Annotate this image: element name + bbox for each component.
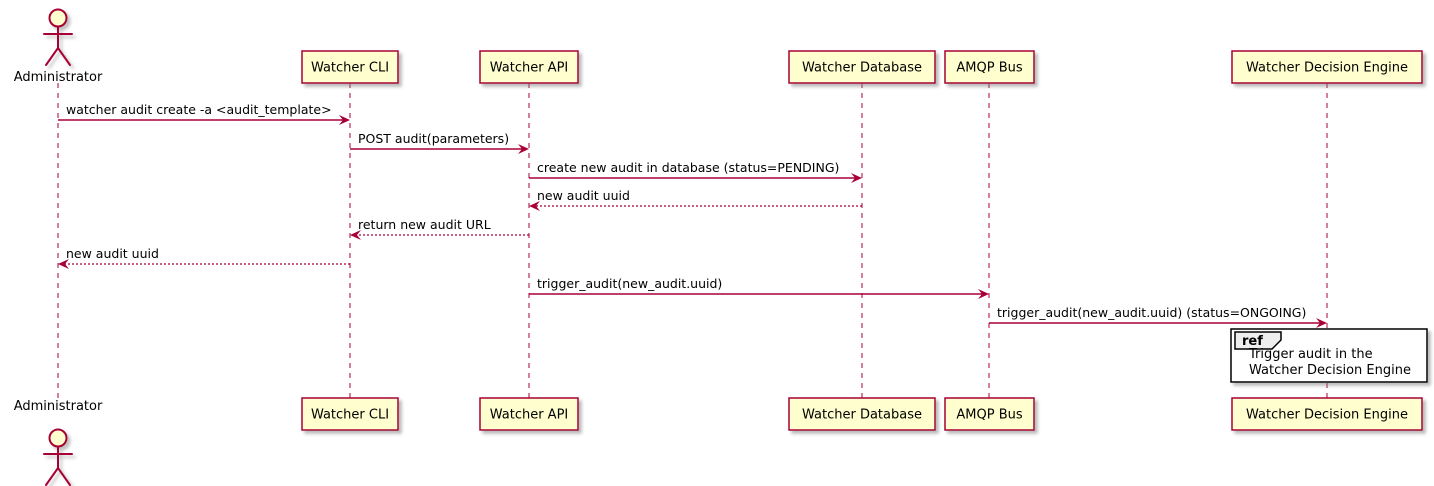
participant-label-watcher-database: Watcher Database xyxy=(802,408,922,423)
ref-tab-shape xyxy=(1234,331,1282,350)
actor-label-administrator-bottom: Administrator xyxy=(14,399,103,414)
actor-figure-administrator-top[interactable] xyxy=(43,8,73,66)
actor-figure-administrator-bottom[interactable] xyxy=(43,428,73,486)
participant-box-watcher-decision-engine-top[interactable]: Watcher Decision Engine xyxy=(1231,50,1423,84)
message-label-3: create new audit in database (status=PEN… xyxy=(537,160,839,175)
participant-footer-boxes: Watcher CLI Watcher API Watcher Database AM… xyxy=(301,397,1423,431)
participant-header-boxes: Watcher CLI Watcher API Watcher Database AM… xyxy=(301,50,1423,84)
message-arrowhead-6 xyxy=(58,259,69,269)
participant-label-watcher-cli: Watcher CLI xyxy=(311,408,389,423)
participant-box-amqp-bus-bottom[interactable]: AMQP Bus xyxy=(944,397,1035,431)
message-arrowhead-4 xyxy=(529,201,540,211)
participant-label-watcher-api: Watcher API xyxy=(490,61,569,76)
message-label-8: trigger_audit(new_audit.uuid) (status=ON… xyxy=(997,305,1306,320)
participant-label-watcher-cli: Watcher CLI xyxy=(311,61,389,76)
ref-body-line-2: Watcher Decision Engine xyxy=(1249,363,1411,378)
message-label-7: trigger_audit(new_audit.uuid) xyxy=(537,276,722,291)
message-2[interactable]: POST audit(parameters) xyxy=(350,131,529,154)
message-3[interactable]: create new audit in database (status=PEN… xyxy=(529,160,862,183)
participant-label-watcher-decision-engine: Watcher Decision Engine xyxy=(1246,408,1408,423)
message-5[interactable]: return new audit URL xyxy=(350,217,529,240)
participant-label-watcher-api: Watcher API xyxy=(490,408,569,423)
message-label-5: return new audit URL xyxy=(358,217,491,232)
message-4[interactable]: new audit uuid xyxy=(529,188,862,211)
participant-box-watcher-database-bottom[interactable]: Watcher Database xyxy=(788,397,936,431)
actor-administrator-bottom: Administrator xyxy=(14,399,103,486)
message-6[interactable]: new audit uuid xyxy=(58,246,350,269)
participant-label-watcher-decision-engine: Watcher Decision Engine xyxy=(1246,61,1408,76)
message-arrowhead-1 xyxy=(339,115,350,125)
message-label-6: new audit uuid xyxy=(66,246,159,261)
message-label-2: POST audit(parameters) xyxy=(358,131,509,146)
participant-box-watcher-cli-bottom[interactable]: Watcher CLI xyxy=(301,397,399,431)
message-arrowhead-5 xyxy=(350,230,361,240)
lifelines-group xyxy=(57,83,1328,398)
message-8[interactable]: trigger_audit(new_audit.uuid) (status=ON… xyxy=(989,305,1327,328)
message-label-4: new audit uuid xyxy=(537,188,630,203)
actor-label-administrator-top: Administrator xyxy=(14,70,103,85)
message-1[interactable]: watcher audit create -a <audit_template> xyxy=(58,102,350,125)
actor-administrator-top: Administrator xyxy=(14,8,103,85)
message-label-1: watcher audit create -a <audit_template> xyxy=(66,102,332,117)
participant-label-watcher-database: Watcher Database xyxy=(802,61,922,76)
participant-label-amqp-bus: AMQP Bus xyxy=(956,61,1022,76)
message-arrowhead-7 xyxy=(978,289,989,299)
message-7[interactable]: trigger_audit(new_audit.uuid) xyxy=(529,276,989,299)
participant-box-watcher-api-top[interactable]: Watcher API xyxy=(479,50,579,84)
messages-group: watcher audit create -a <audit_template>… xyxy=(58,102,1327,328)
message-arrowhead-3 xyxy=(851,173,862,183)
message-arrowhead-2 xyxy=(518,144,529,154)
participant-box-amqp-bus-top[interactable]: AMQP Bus xyxy=(944,50,1035,84)
message-arrowhead-8 xyxy=(1316,318,1327,328)
ref-tab-label: ref xyxy=(1242,334,1263,349)
participant-box-watcher-database-top[interactable]: Watcher Database xyxy=(788,50,936,84)
participant-box-watcher-api-bottom[interactable]: Watcher API xyxy=(479,397,579,431)
participant-label-amqp-bus: AMQP Bus xyxy=(956,408,1022,423)
participant-box-watcher-decision-engine-bottom[interactable]: Watcher Decision Engine xyxy=(1231,397,1423,431)
ref-body-line-1: Trigger audit in the xyxy=(1248,347,1373,362)
participant-box-watcher-cli-top[interactable]: Watcher CLI xyxy=(301,50,399,84)
